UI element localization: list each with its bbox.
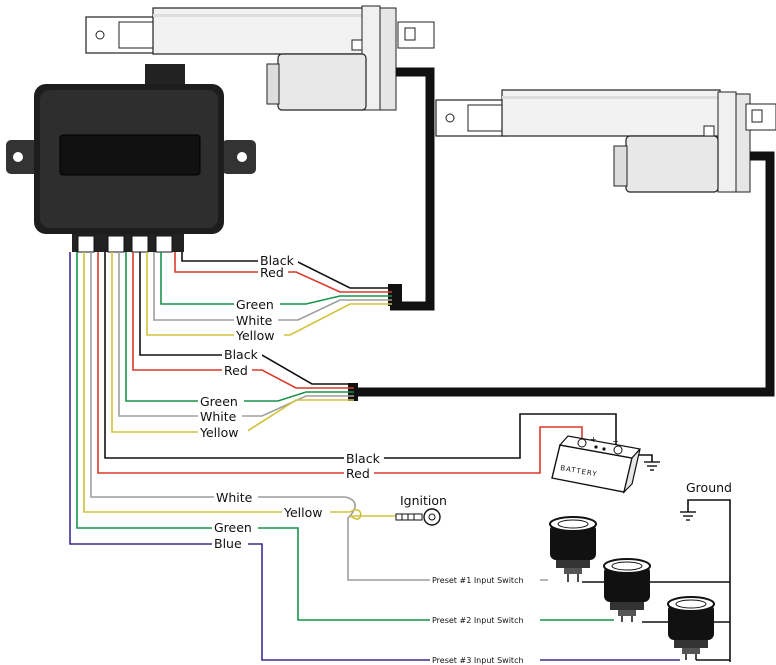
svg-text:+: + [590, 435, 597, 444]
label-actuator1-red: Red [260, 265, 284, 280]
linear-actuator-1 [85, 5, 435, 111]
label-ignition: Ignition [400, 493, 447, 508]
linear-actuator-2 [435, 89, 776, 193]
preset-switch-1 [549, 516, 597, 582]
label-preset-3: Preset #3 Input Switch [432, 656, 524, 665]
label-battery-black: Black [346, 451, 381, 466]
label-actuator1-green: Green [236, 297, 274, 312]
label-actuator2-black: Black [224, 347, 259, 362]
label-actuator2-red: Red [224, 363, 248, 378]
actuator-1-wires [146, 252, 392, 336]
svg-text:−: − [612, 437, 619, 446]
label-input-blue: Blue [214, 536, 242, 551]
ground-symbol-switches [680, 511, 696, 521]
preset-switch-3 [667, 596, 715, 660]
control-box [6, 64, 256, 253]
battery: + − BATTERY [551, 435, 642, 494]
wire-labels: Black Red Green White Yellow Black Red G… [198, 253, 732, 665]
label-actuator2-white: White [200, 409, 237, 424]
label-input-white: White [216, 490, 253, 505]
label-actuator2-yellow: Yellow [199, 425, 238, 440]
label-actuator1-yellow: Yellow [235, 328, 274, 343]
label-preset-1: Preset #1 Input Switch [432, 576, 524, 585]
ground-symbol-battery [644, 461, 660, 471]
ignition-key-icon [395, 508, 441, 526]
label-ground: Ground [686, 480, 732, 495]
input-wires [69, 252, 680, 661]
label-actuator1-white: White [236, 313, 273, 328]
label-input-green: Green [214, 520, 252, 535]
label-actuator1-black: Black [260, 253, 295, 268]
preset-switch-2 [603, 558, 651, 622]
label-battery-red: Red [346, 466, 370, 481]
label-preset-2: Preset #2 Input Switch [432, 616, 524, 625]
label-actuator2-green: Green [200, 394, 238, 409]
label-input-yellow: Yellow [283, 505, 322, 520]
